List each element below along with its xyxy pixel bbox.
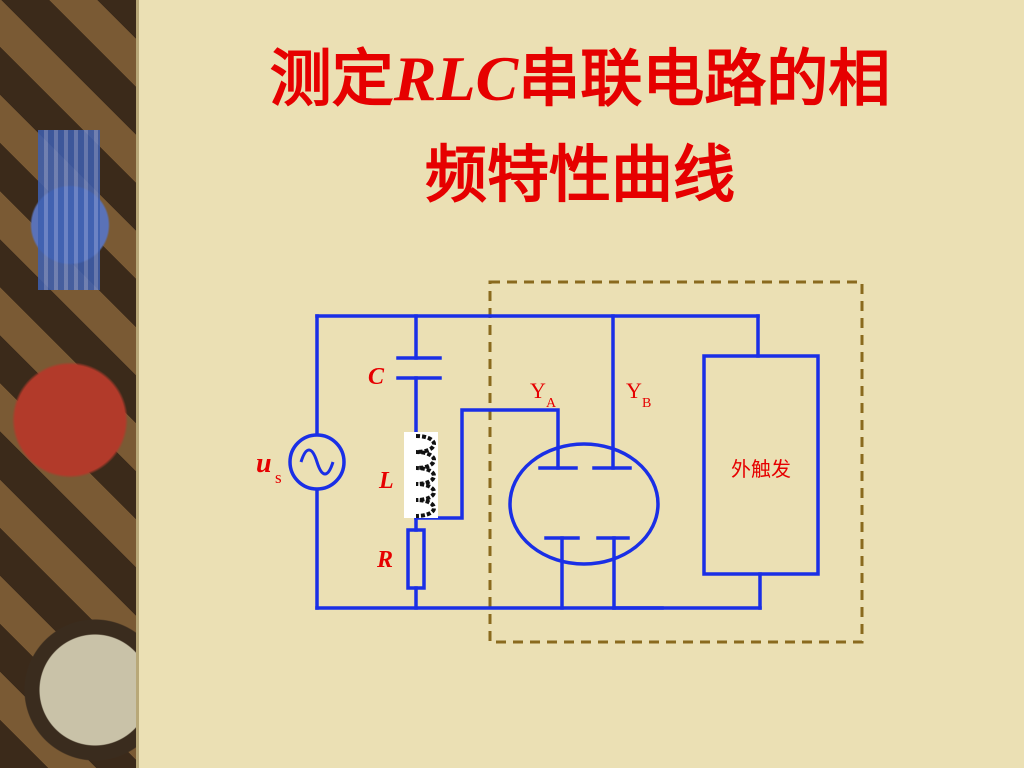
sine-wave-icon <box>299 448 335 476</box>
source-label-subscript: s <box>275 468 282 487</box>
ac-source <box>288 433 346 491</box>
slide-title-line-1: 测定RLC串联电路的相 <box>150 44 1010 114</box>
circuit-wires <box>315 314 820 610</box>
title-text-post: 串联电路的相 <box>518 42 891 115</box>
ya-label: Y <box>530 378 546 403</box>
resistor-body <box>406 528 426 590</box>
resistor-label: R <box>376 547 393 573</box>
source-label: u <box>256 448 272 479</box>
yb-label: Y <box>626 378 642 403</box>
oscilloscope-screen <box>508 442 660 566</box>
inductor-label: L <box>378 468 394 494</box>
inductor-coil <box>404 432 438 518</box>
title-text-rlc: RLC <box>393 43 519 114</box>
capacitor-label: C <box>368 364 385 390</box>
title-text-pre: 测定 <box>269 42 394 115</box>
ya-probe-wire <box>414 408 560 520</box>
external-trigger-label: 外触发 <box>731 457 791 481</box>
ya-label-subscript: A <box>546 396 557 411</box>
side-panel-edge <box>136 0 139 768</box>
decorative-side-panel <box>0 0 136 768</box>
oscilloscope-boundary-box <box>488 280 864 644</box>
yb-label-subscript: B <box>642 396 651 411</box>
slide-title-line-2: 频特性曲线 <box>424 138 735 211</box>
